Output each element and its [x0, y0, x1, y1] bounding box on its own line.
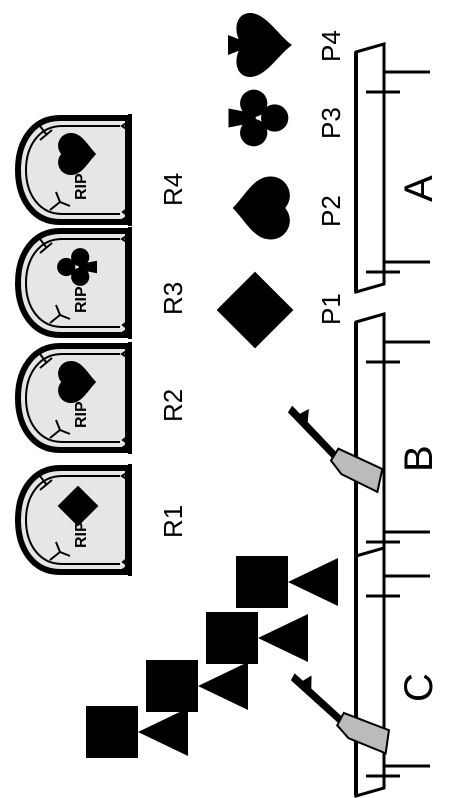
rip-text: RIP	[73, 401, 90, 428]
rip-text: RIP	[73, 521, 90, 548]
rip-text: RIP	[73, 286, 90, 313]
tombstone-r3: RIP	[18, 227, 130, 339]
player-label-p2: P2	[316, 195, 346, 227]
tombstone-r1: RIP	[18, 464, 130, 576]
tombstone-r2: RIP	[18, 342, 130, 454]
player-p2-heart-icon	[233, 177, 290, 240]
table-a	[356, 44, 430, 292]
table-b	[356, 314, 430, 562]
player-label-p4: P4	[316, 30, 346, 62]
table-label-a: A	[397, 175, 441, 202]
tombstone-label-r2: R2	[158, 389, 188, 422]
table-c	[356, 548, 430, 796]
player-label-p1: P1	[316, 293, 346, 325]
player-label-p3: P3	[316, 107, 346, 139]
player-p3-club-icon	[229, 90, 289, 147]
tombstone-label-r1: R1	[158, 505, 188, 538]
tombstone-r4: RIP	[18, 114, 130, 226]
person-icon	[236, 556, 338, 608]
tombstone-label-r4: R4	[158, 173, 188, 206]
rip-text: RIP	[73, 173, 90, 200]
tombstone-label-r3: R3	[158, 282, 188, 315]
player-p4-spade-icon	[228, 13, 292, 77]
person-icon	[86, 706, 188, 758]
table-label-c: C	[397, 673, 441, 702]
table-label-b: B	[397, 445, 441, 472]
player-p1-diamond-icon	[217, 272, 294, 349]
person-icon	[206, 612, 308, 664]
person-icon	[146, 660, 248, 712]
